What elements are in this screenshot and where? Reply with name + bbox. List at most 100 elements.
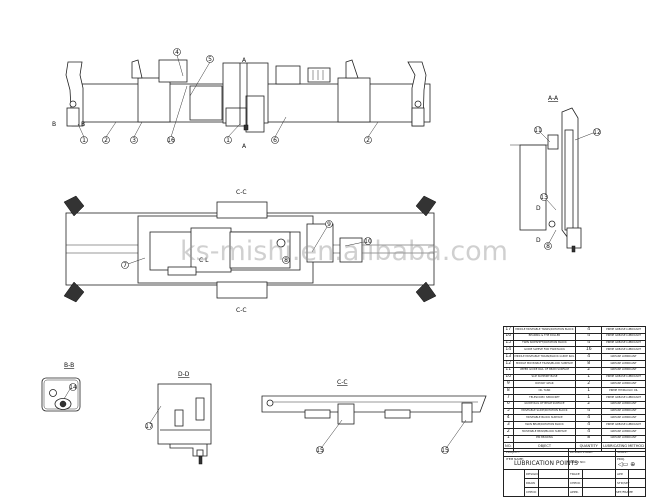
svg-text:2: 2 bbox=[104, 137, 108, 144]
cell-no: 3 bbox=[503, 421, 514, 429]
cell-quantity: 4 bbox=[575, 339, 603, 348]
svg-text:3: 3 bbox=[132, 137, 136, 144]
cut-label-a-top: A bbox=[242, 57, 247, 64]
svg-text:12: 12 bbox=[593, 129, 601, 136]
cell-object: MIDDLE MOVEABLE TRANS/BLOCK GUIDE RAIL bbox=[512, 353, 577, 361]
callout-10: 10 bbox=[344, 237, 372, 247]
section-c-c-title: C-C bbox=[337, 379, 348, 386]
cell-method: PRIME GREASE LUBRICANT bbox=[601, 332, 646, 341]
cell-method: PRIME GREASE LUBRICANT bbox=[601, 393, 646, 402]
cell-no: 2 bbox=[503, 427, 514, 436]
draw-no-label: DRAW NO: bbox=[570, 460, 586, 464]
svg-text:8: 8 bbox=[284, 257, 288, 264]
cell-no: 6 bbox=[503, 400, 514, 409]
cell-no: 10 bbox=[503, 373, 514, 382]
cell-no: 16 bbox=[503, 332, 514, 341]
svg-text:16: 16 bbox=[167, 137, 175, 144]
drawing-title: LUBRICATION POINTS bbox=[514, 460, 578, 467]
cell-object: MOVEABLE SLIDE/ROTATION BLOCK bbox=[512, 407, 577, 416]
section-c-c-view: C-C bbox=[261, 379, 487, 425]
cell-quantity: 2 bbox=[575, 380, 603, 389]
design-label: DESIGN bbox=[526, 472, 538, 476]
svg-text:14: 14 bbox=[69, 384, 77, 391]
cell-object: MOVEABLE BLOCK SURFACE bbox=[512, 414, 577, 423]
cell-method: GREASE LUBRICANT bbox=[601, 353, 646, 361]
svg-text:2: 2 bbox=[366, 137, 370, 144]
callouts: 1 2 3 16 4 5 1 6 2 7 8 9 10 11 12 13 8 1… bbox=[63, 48, 601, 454]
svg-text:10: 10 bbox=[364, 238, 372, 245]
callout-5: 5 bbox=[189, 55, 214, 97]
cell-object: BEARING & THE ROLLER bbox=[512, 332, 577, 341]
front-elevation-view bbox=[65, 59, 431, 133]
callout-7: 7 bbox=[121, 257, 146, 269]
svg-text:8: 8 bbox=[546, 243, 550, 250]
table-header-row: NO. OBJECT QUANTITY LUBRICATING METHOD bbox=[503, 441, 646, 452]
callout-8b: 8 bbox=[544, 229, 557, 250]
svg-text:15: 15 bbox=[316, 447, 324, 454]
cell-quantity: 4 bbox=[575, 407, 603, 416]
cut-label-b-right: B bbox=[81, 121, 85, 128]
cell-object: GUIDE RAIL OF BEAM SURFACE bbox=[512, 400, 577, 409]
callout-16: 16 bbox=[167, 85, 188, 144]
callout-8: 8 bbox=[282, 256, 290, 264]
callout-2: 2 bbox=[102, 121, 117, 144]
cell-method: GREASE LUBRICANT bbox=[601, 407, 646, 416]
cut-label-c-top: C-C bbox=[236, 189, 247, 196]
cell-no: 13 bbox=[503, 353, 514, 361]
svg-text:9: 9 bbox=[327, 221, 331, 228]
approve-label: APPR. bbox=[570, 490, 579, 494]
cell-no: 4 bbox=[503, 414, 514, 423]
svg-text:17: 17 bbox=[145, 423, 153, 430]
cell-no: 9 bbox=[503, 380, 514, 389]
callout-17: 17 bbox=[145, 405, 162, 430]
svg-text:4: 4 bbox=[175, 49, 179, 56]
cell-method: GREASE LUBRICANT bbox=[601, 414, 646, 423]
callout-6: 6 bbox=[271, 116, 287, 144]
cell-object: TELESCOPIC SPROCKET bbox=[512, 393, 577, 402]
svg-text:6: 6 bbox=[273, 137, 277, 144]
cell-method: PRIME HYDRAULIC OIL bbox=[601, 387, 646, 395]
cell-quantity: 2 bbox=[575, 400, 603, 409]
cut-label-d-bottom: D bbox=[536, 237, 541, 244]
cell-no: 15 bbox=[503, 339, 514, 348]
cut-label-c-bottom: C-C bbox=[236, 307, 247, 314]
cell-quantity: 4 bbox=[575, 421, 603, 429]
section-d-d-view: D-D bbox=[157, 371, 212, 465]
cell-object: SLIP SUPPORT BASE bbox=[512, 373, 577, 382]
cell-object: OIL TANK bbox=[512, 387, 577, 395]
cell-quantity: 1 bbox=[575, 373, 603, 382]
cell-method: PRIME GREASE LUBRICANT bbox=[601, 339, 646, 348]
item-name-label: ITEM NAME: bbox=[506, 457, 524, 461]
cell-object: MAIN BEAM/ROTATION BLOCK bbox=[512, 421, 577, 429]
section-d-d-title: D-D bbox=[178, 371, 190, 378]
check-label: CHECK bbox=[526, 490, 537, 494]
header-object: OBJECT bbox=[512, 441, 577, 452]
projection-label: PROJ. bbox=[617, 457, 626, 461]
section-b-b-title: B-B bbox=[64, 362, 74, 369]
svg-text:5: 5 bbox=[208, 56, 212, 63]
section-a-a-title: A-A bbox=[548, 95, 559, 102]
design-stage-label: DESIGN STAGE: bbox=[570, 450, 594, 454]
cell-quantity: 1 bbox=[575, 393, 603, 402]
cell-method: PRIME GREASE LUBRICANT bbox=[601, 346, 646, 355]
cell-no: 7 bbox=[503, 393, 514, 402]
cell-method: GREASE LUBRICANT bbox=[601, 400, 646, 409]
cell-quantity: 8 bbox=[575, 359, 603, 368]
cell-object: GUIDE SLEEVE FOR TWISTLOCK bbox=[512, 346, 577, 355]
cell-no: 12 bbox=[503, 359, 514, 368]
cell-no: 14 bbox=[503, 346, 514, 355]
cell-quantity: 4 bbox=[575, 332, 603, 341]
cut-marks: A A B B bbox=[52, 57, 247, 150]
callout-13: 13 bbox=[540, 193, 557, 211]
set-frame-label: SET/FRAME bbox=[616, 490, 633, 494]
